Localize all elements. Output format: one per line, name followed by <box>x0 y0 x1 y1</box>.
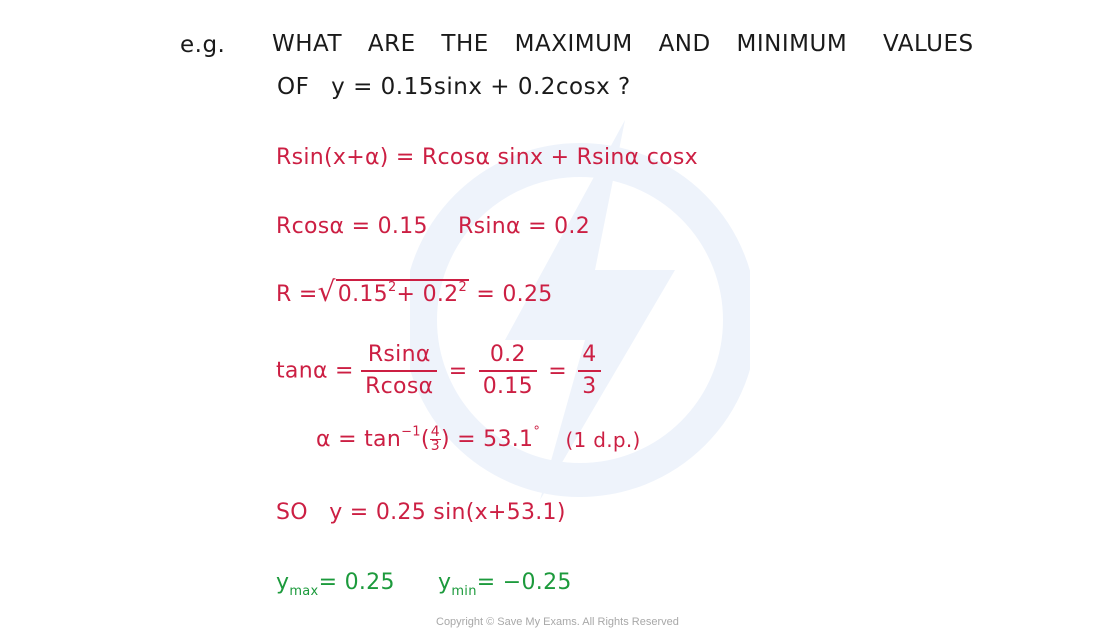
r-radicand: 0.152+ 0.22 <box>335 279 470 309</box>
so-line: SO y = 0.25 sin(x+53.1) <box>276 500 566 525</box>
question-line-1: WHAT ARE THE MAXIMUM AND MINIMUM VALUES <box>272 31 974 57</box>
ymax-y: y <box>276 570 290 595</box>
question-word: VALUES <box>883 31 974 57</box>
question-line-2: OF y = 0.15sinx + 0.2cosx ? <box>277 74 631 100</box>
r-term-a: 0.15 <box>337 282 388 307</box>
r-equation: R =√0.152+ 0.22 = 0.25 <box>276 278 553 309</box>
tan-fraction-3-den: 3 <box>582 374 597 399</box>
ymin-answer: ymin= −0.25 <box>438 570 572 598</box>
r-exp-b: 2 <box>458 280 468 295</box>
alpha-note: (1 d.p.) <box>565 427 641 452</box>
alpha-rhs: ) = 53.1 <box>440 427 534 452</box>
rsin-equation: Rsinα = 0.2 <box>458 214 591 239</box>
question-word: AND <box>658 31 711 57</box>
equals-sign: = <box>448 358 468 384</box>
equals-sign: = <box>548 358 567 384</box>
rcos-equation: Rcosα = 0.15 <box>276 214 428 239</box>
tan-fraction-3-num: 4 <box>578 340 601 372</box>
ymax-answer: ymax= 0.25 <box>276 570 395 598</box>
expansion-line: Rsin(x+α) = Rcosα sinx + Rsinα cosx <box>276 145 698 170</box>
open-paren: ( <box>420 427 430 452</box>
question-of: OF <box>277 74 310 100</box>
question-expression: y = 0.15sinx + 0.2cosx ? <box>331 74 631 100</box>
question-word: THE <box>441 31 489 57</box>
degree-symbol: ° <box>533 424 541 440</box>
so-label: SO <box>276 500 308 525</box>
radical-icon: √ <box>317 275 336 308</box>
alpha-fraction-num: 4 <box>429 424 441 440</box>
question-word: ARE <box>367 31 416 57</box>
tan-lhs: tanα = <box>276 358 354 384</box>
ymax-sub: max <box>289 584 319 599</box>
tan-fraction-1-num: Rsinα <box>361 340 438 372</box>
ymin-sub: min <box>451 584 477 599</box>
ymax-value: = 0.25 <box>318 570 395 595</box>
tan-fraction-1-den: Rcosα <box>365 374 434 399</box>
question-word: WHAT <box>272 31 343 57</box>
alpha-fraction-den: 3 <box>430 438 440 454</box>
tan-fraction-2-den: 0.15 <box>482 374 533 399</box>
inverse-exponent: −1 <box>401 424 421 440</box>
question-word: MAXIMUM <box>514 31 633 57</box>
example-label: e.g. <box>180 32 226 58</box>
tan-fraction-2-num: 0.2 <box>478 340 537 372</box>
r-exp-a: 2 <box>387 280 397 295</box>
alpha-lhs: α = tan <box>316 427 402 452</box>
ymin-value: = −0.25 <box>476 570 572 595</box>
r-term-b: + 0.2 <box>396 282 459 307</box>
tan-equation: tanα = Rsinα Rcosα = 0.2 0.15 = 4 3 <box>276 340 601 402</box>
watermark-logo-icon <box>410 120 750 500</box>
r-rhs: = 0.25 <box>476 282 553 307</box>
r-lhs: R = <box>276 282 318 307</box>
question-word: MINIMUM <box>736 31 848 57</box>
tan-fraction-3: 4 3 <box>578 340 601 402</box>
tan-fraction-2: 0.2 0.15 <box>478 340 537 402</box>
tan-fraction-1: Rsinα Rcosα <box>361 340 438 402</box>
ymin-y: y <box>438 570 452 595</box>
copyright-text: Copyright © Save My Exams. All Rights Re… <box>436 616 679 628</box>
so-expression: y = 0.25 sin(x+53.1) <box>329 500 566 525</box>
